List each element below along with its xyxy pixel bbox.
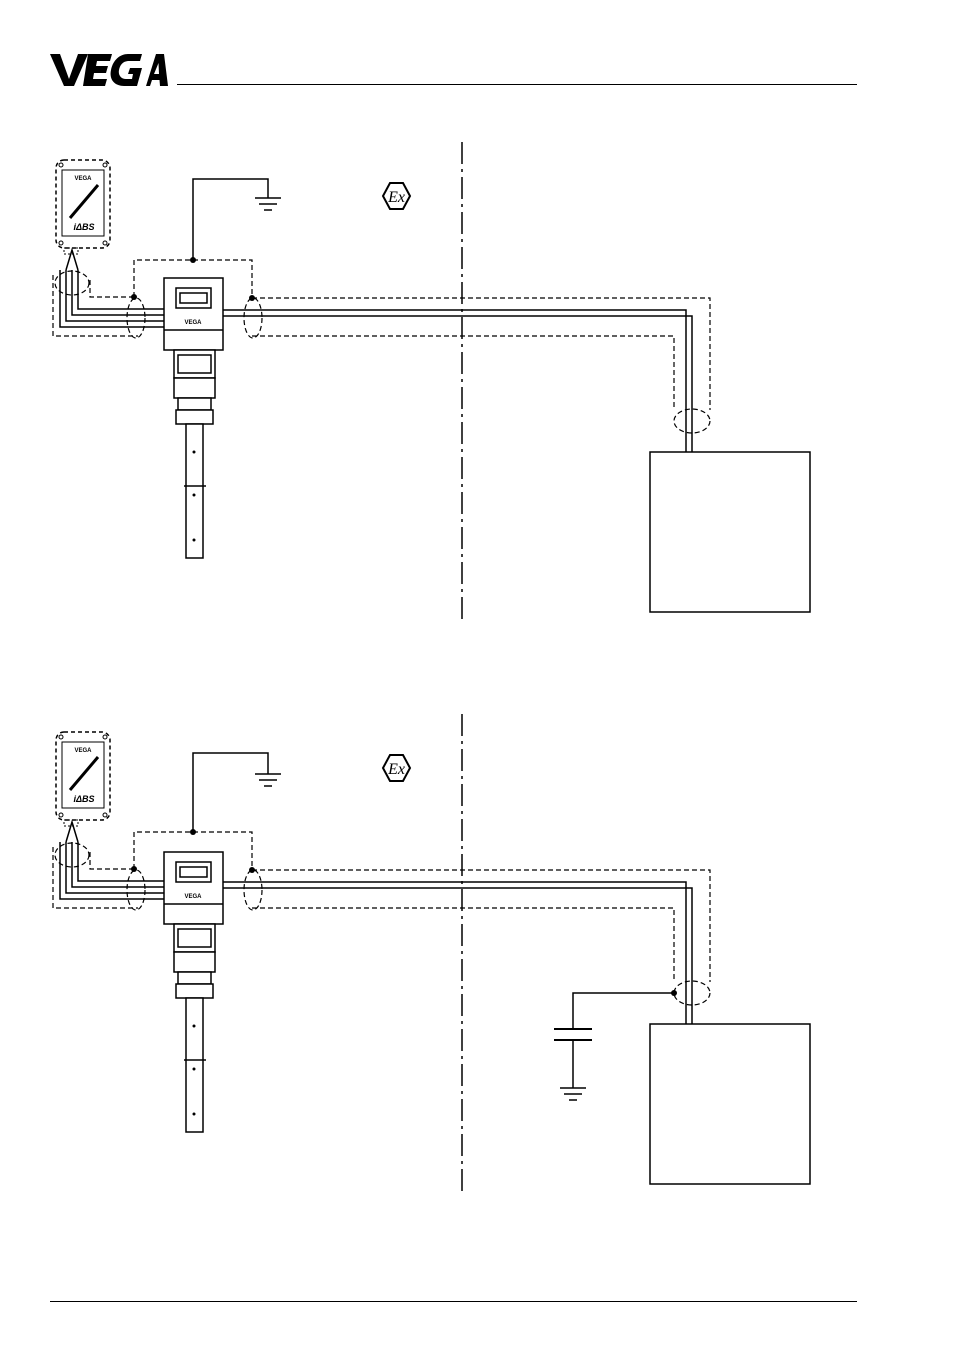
ex-symbol-icon: Ex	[383, 183, 410, 209]
sensor-brand: VEGA	[184, 320, 202, 326]
indicator-label: iΔBS	[73, 794, 94, 804]
svg-text:VEGA: VEGA	[74, 748, 92, 754]
ex-symbol-text: Ex	[387, 761, 405, 778]
ground-icon	[255, 198, 281, 210]
ground-icon	[560, 1088, 586, 1100]
sensor-brand: VEGA	[184, 894, 202, 900]
capacitor-icon	[554, 1029, 592, 1040]
ground-icon	[255, 774, 281, 786]
wiring-diagram-1: Ex VEGA iΔBS	[0, 130, 954, 630]
display-module: VEGA iΔBS	[56, 732, 110, 826]
footer-rule	[50, 1301, 857, 1302]
svg-text:VEGA: VEGA	[74, 176, 92, 182]
ex-symbol-icon: Ex	[383, 755, 410, 781]
indicator-label: iΔBS	[73, 222, 94, 232]
wiring-diagram-2: Ex VEGA iΔBS	[0, 702, 954, 1202]
ex-symbol-text: Ex	[387, 189, 405, 206]
vega-logo	[50, 52, 168, 88]
display-module: VEGA iΔBS	[56, 160, 110, 254]
signal-conditioning-instrument	[650, 1024, 810, 1184]
signal-conditioning-instrument	[650, 452, 810, 612]
header-rule	[177, 84, 857, 85]
